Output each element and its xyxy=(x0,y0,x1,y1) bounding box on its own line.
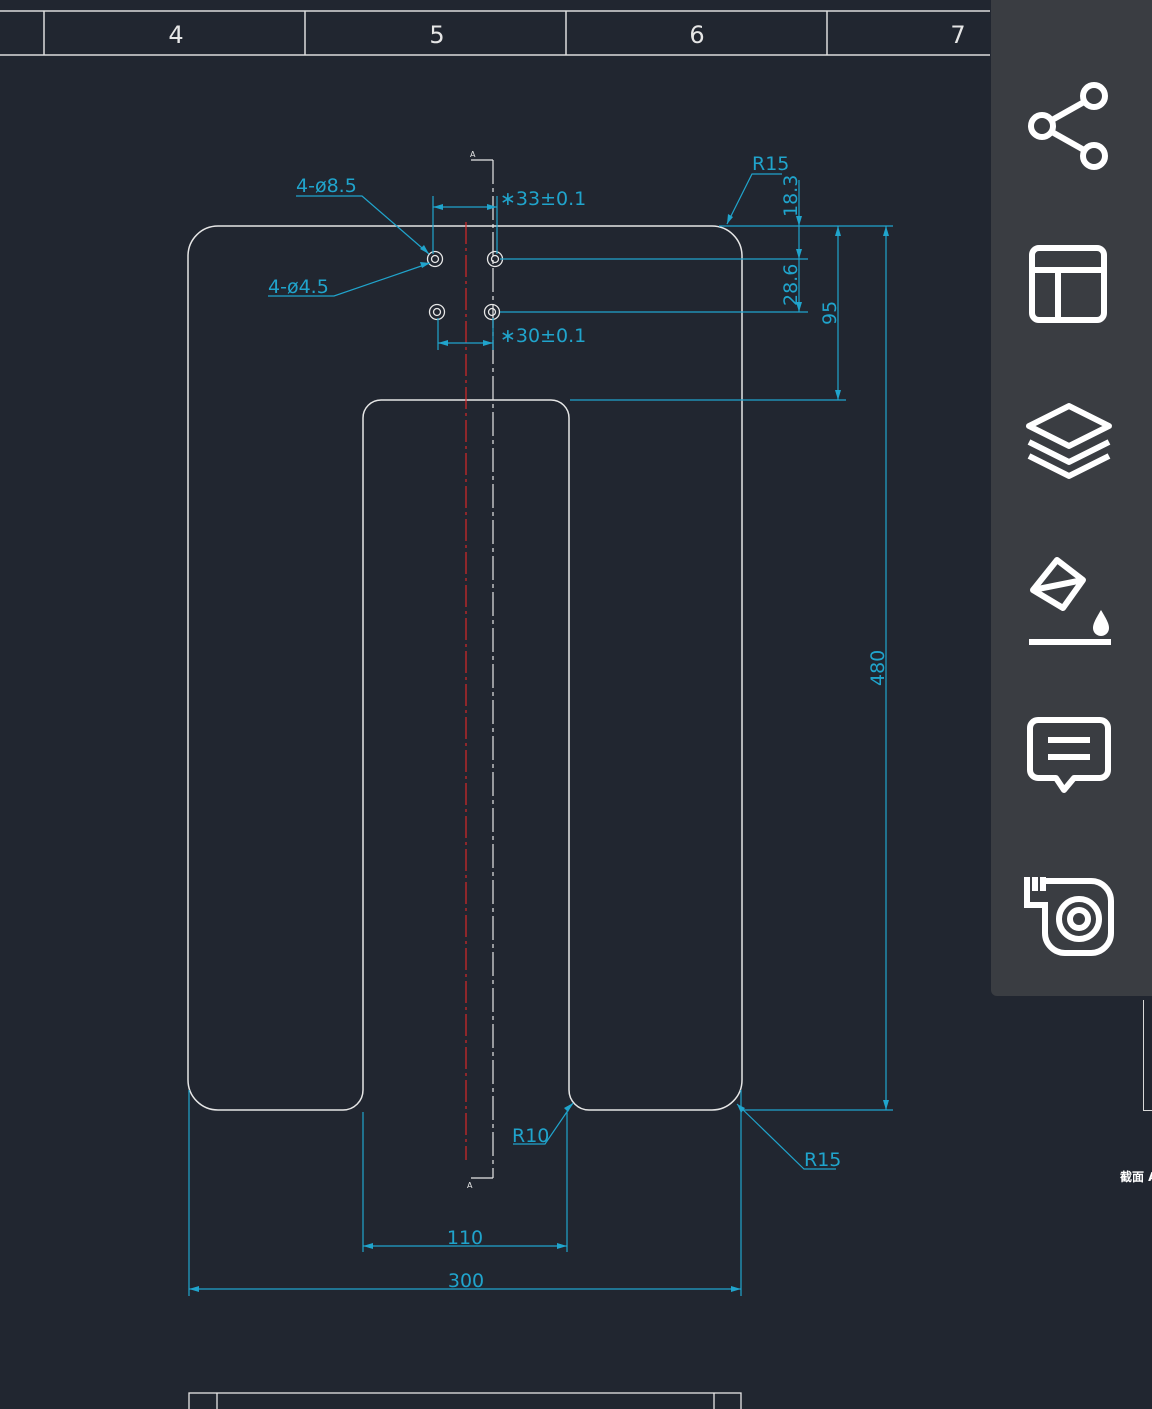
layers-button[interactable] xyxy=(1009,383,1129,503)
dim-300-label: 300 xyxy=(448,1270,484,1292)
spacing-bottom-label: ∗30±0.1 xyxy=(500,325,586,347)
section-mark-bottom: A xyxy=(467,1181,473,1190)
right-toolbar xyxy=(991,0,1152,996)
share-button[interactable] xyxy=(1009,66,1129,186)
comment-button[interactable] xyxy=(1009,697,1129,817)
part-outline[interactable] xyxy=(187,225,743,1111)
fill-color-icon xyxy=(1029,557,1111,645)
holes[interactable] xyxy=(426,250,504,321)
hole-small-label: 4-ø4.5 xyxy=(268,276,329,298)
zone-label-6: 6 xyxy=(689,21,704,49)
comment-icon xyxy=(1027,717,1111,793)
dim-95-label: 95 xyxy=(819,301,841,325)
radius-slot-label: R10 xyxy=(512,1125,549,1147)
zone-label-7: 7 xyxy=(950,21,965,49)
section-line-a xyxy=(471,159,494,1179)
share-icon xyxy=(1028,82,1108,170)
layers-icon xyxy=(1026,403,1112,479)
dim-480-label: 480 xyxy=(867,650,889,686)
fill-color-button[interactable] xyxy=(1009,540,1129,660)
dimension-lines xyxy=(188,173,893,1296)
zone-label-4: 4 xyxy=(168,21,183,49)
layout-button[interactable] xyxy=(1009,225,1129,345)
dim-18-label: 18.3 xyxy=(780,175,802,217)
side-view-outline[interactable] xyxy=(188,1392,742,1409)
layout-icon xyxy=(1029,245,1107,323)
dim-28-label: 28.6 xyxy=(780,264,802,306)
dim-110-label: 110 xyxy=(447,1227,483,1249)
radius-bottom-label: R15 xyxy=(804,1149,841,1171)
tape-measure-icon xyxy=(1024,877,1114,956)
section-a-label: 截面 A xyxy=(1120,1170,1152,1184)
spacing-top-label: ∗33±0.1 xyxy=(500,188,586,210)
zone-label-5: 5 xyxy=(429,21,444,49)
hole-large-label: 4-ø8.5 xyxy=(296,175,357,197)
arrowheads xyxy=(189,204,889,1292)
zone-strip: 4 5 6 7 xyxy=(0,10,990,56)
tape-measure-button[interactable] xyxy=(1009,856,1129,976)
section-mark-top: A xyxy=(470,150,476,159)
radius-top-label: R15 xyxy=(752,153,789,175)
adjacent-view-edge xyxy=(1143,1000,1152,1111)
